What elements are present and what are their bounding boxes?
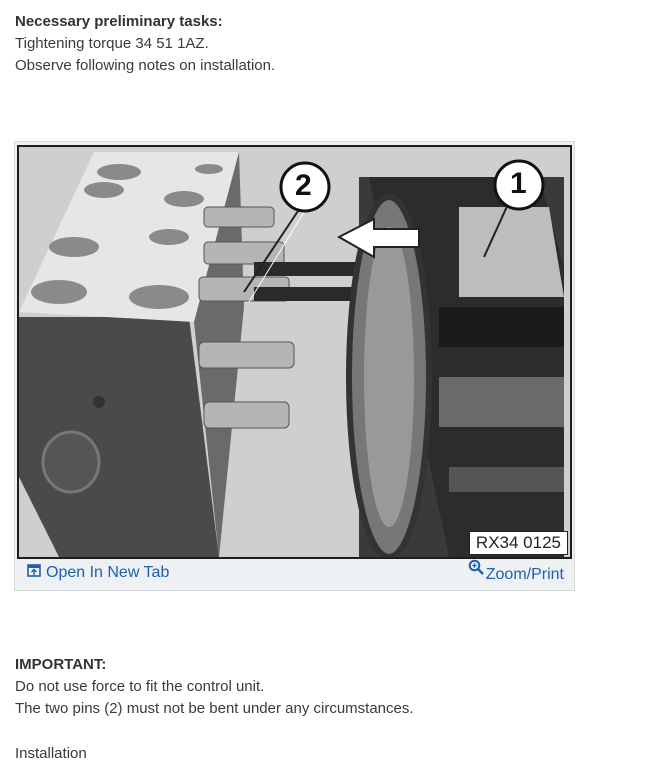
figure-photo: 2 1 RX34 0125 (17, 145, 572, 559)
figure-container: 2 1 RX34 0125 Open In New Tab Zoom/Print (14, 141, 575, 591)
zoom-print-label: Zoom/Print (485, 565, 564, 583)
zoom-print-link[interactable]: Zoom/Print (468, 559, 564, 585)
important-note-force: Do not use force to fit the control unit… (15, 678, 265, 695)
open-in-new-tab-label: Open In New Tab (46, 564, 170, 581)
important-heading: IMPORTANT: (15, 656, 107, 673)
open-in-new-tab-link[interactable]: Open In New Tab (27, 564, 169, 582)
preliminary-tasks-section: Necessary preliminary tasks: Tightening … (15, 11, 275, 77)
installation-note: Observe following notes on installation. (15, 57, 276, 74)
torque-note: Tightening torque 34 51 1AZ. (15, 35, 209, 52)
figure-reference-code: RX34 0125 (468, 531, 568, 555)
important-section: IMPORTANT: Do not use force to fit the c… (15, 654, 414, 720)
figure-caption-bar: Open In New Tab Zoom/Print (15, 559, 574, 591)
preliminary-tasks-heading: Necessary preliminary tasks: (15, 13, 223, 30)
magnifier-icon (468, 559, 484, 580)
important-note-pins: The two pins (2) must not be bent under … (15, 700, 414, 717)
open-in-new-tab-icon (27, 564, 41, 582)
installation-section: Installation (15, 743, 87, 765)
callout-2: 2 (295, 169, 312, 202)
control-unit-illustration (19, 147, 570, 557)
callout-1: 1 (510, 167, 527, 200)
installation-heading: Installation (15, 745, 87, 762)
